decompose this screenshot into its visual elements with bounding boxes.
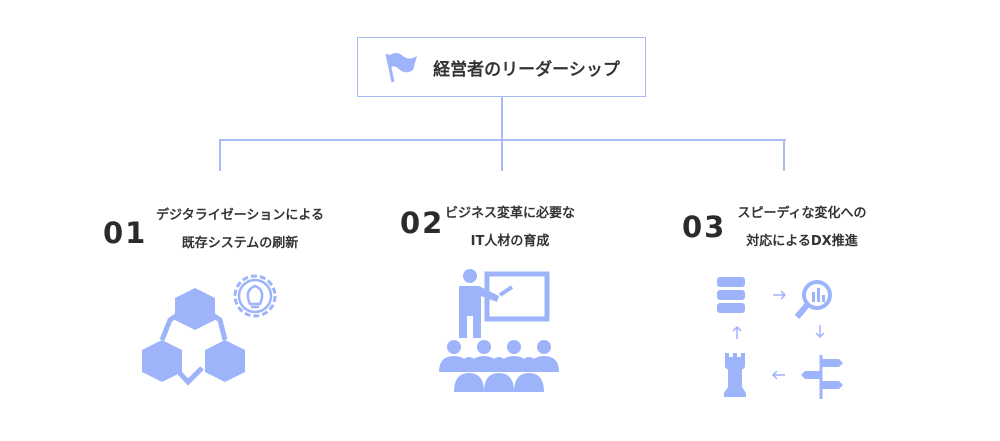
item-text: ビジネス変革に必要な IT人材の育成: [440, 200, 580, 256]
item-line2: IT人材の育成: [470, 234, 550, 249]
connector: [219, 139, 221, 171]
item-number: 02: [400, 206, 445, 240]
dx-cycle-icon: [717, 277, 843, 399]
item-number: 01: [103, 216, 148, 250]
connector: [501, 139, 503, 171]
root-title: 経営者のリーダーシップ: [433, 59, 620, 80]
presentation-icon: [439, 269, 559, 392]
item-line1: ビジネス変革に必要な: [444, 206, 575, 221]
item-line2: 対応によるDX推進: [746, 234, 858, 249]
item-text: デジタライゼーションによる既存システムの刷新: [140, 202, 340, 258]
flag-icon: [385, 53, 418, 83]
blocks-gear-icon: [142, 274, 277, 386]
item-line1: デジタライゼーションによる: [155, 208, 325, 223]
item-text: スピーディな変化への対応によるDX推進: [722, 200, 882, 256]
connector: [501, 97, 503, 140]
item-line1: スピーディな変化への: [737, 206, 867, 221]
connector: [783, 139, 785, 171]
root-box: 経営者のリーダーシップ: [357, 37, 646, 97]
item-line2: 既存システムの刷新: [181, 236, 299, 251]
item-number: 03: [682, 210, 727, 244]
